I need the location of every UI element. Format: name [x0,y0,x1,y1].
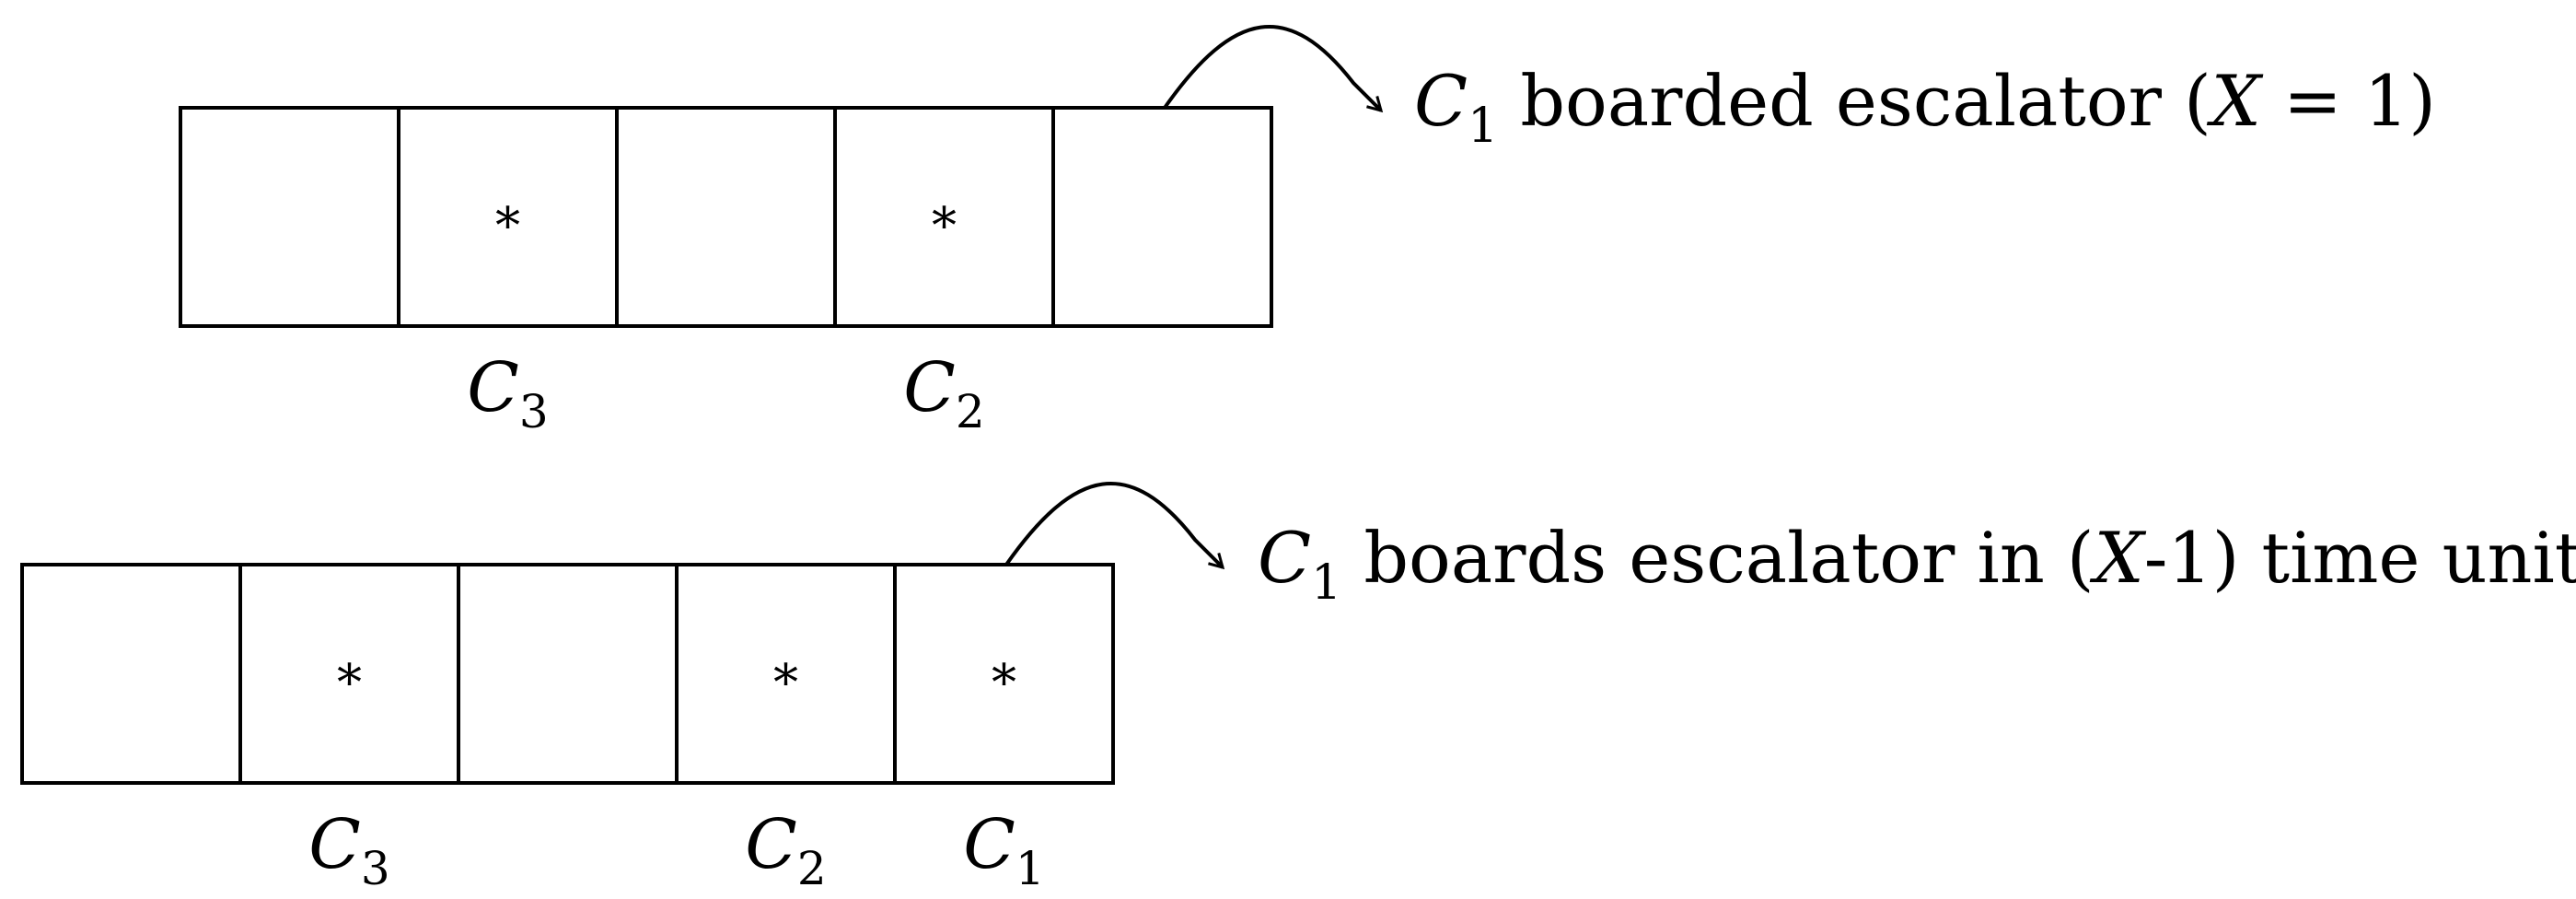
cell [833,106,1055,328]
cell [615,106,837,328]
annotation-text: C1 boarded escalator (X = 1) [1414,60,2436,154]
cell [179,106,400,328]
row-top: * C3 * C2 C1 boarded escalator (X = 1) [179,24,2436,438]
cell [893,563,1115,785]
cell-marker: * [337,654,362,712]
cell [238,563,460,785]
cell [457,563,679,785]
cell-marker: * [495,197,520,255]
arrow-curve [1163,24,1384,113]
cell-label: C1 [963,805,1044,895]
cell-label: C3 [467,348,548,438]
cell-label: C2 [903,348,984,438]
arrow-curve [1004,481,1225,570]
cell-marker: * [992,654,1016,712]
cell [20,563,242,785]
cell-marker: * [932,197,957,255]
cell-label: C2 [745,805,826,895]
cell [1051,106,1273,328]
cell-marker: * [773,654,798,712]
row-bottom: * C3 * C2 * C1 C1 boards escalator in (X-1) ti… [20,481,2576,895]
annotation-text: C1 boards escalator in (X-1) time units [1258,517,2576,611]
cell [397,106,619,328]
cell-label: C3 [308,805,389,895]
